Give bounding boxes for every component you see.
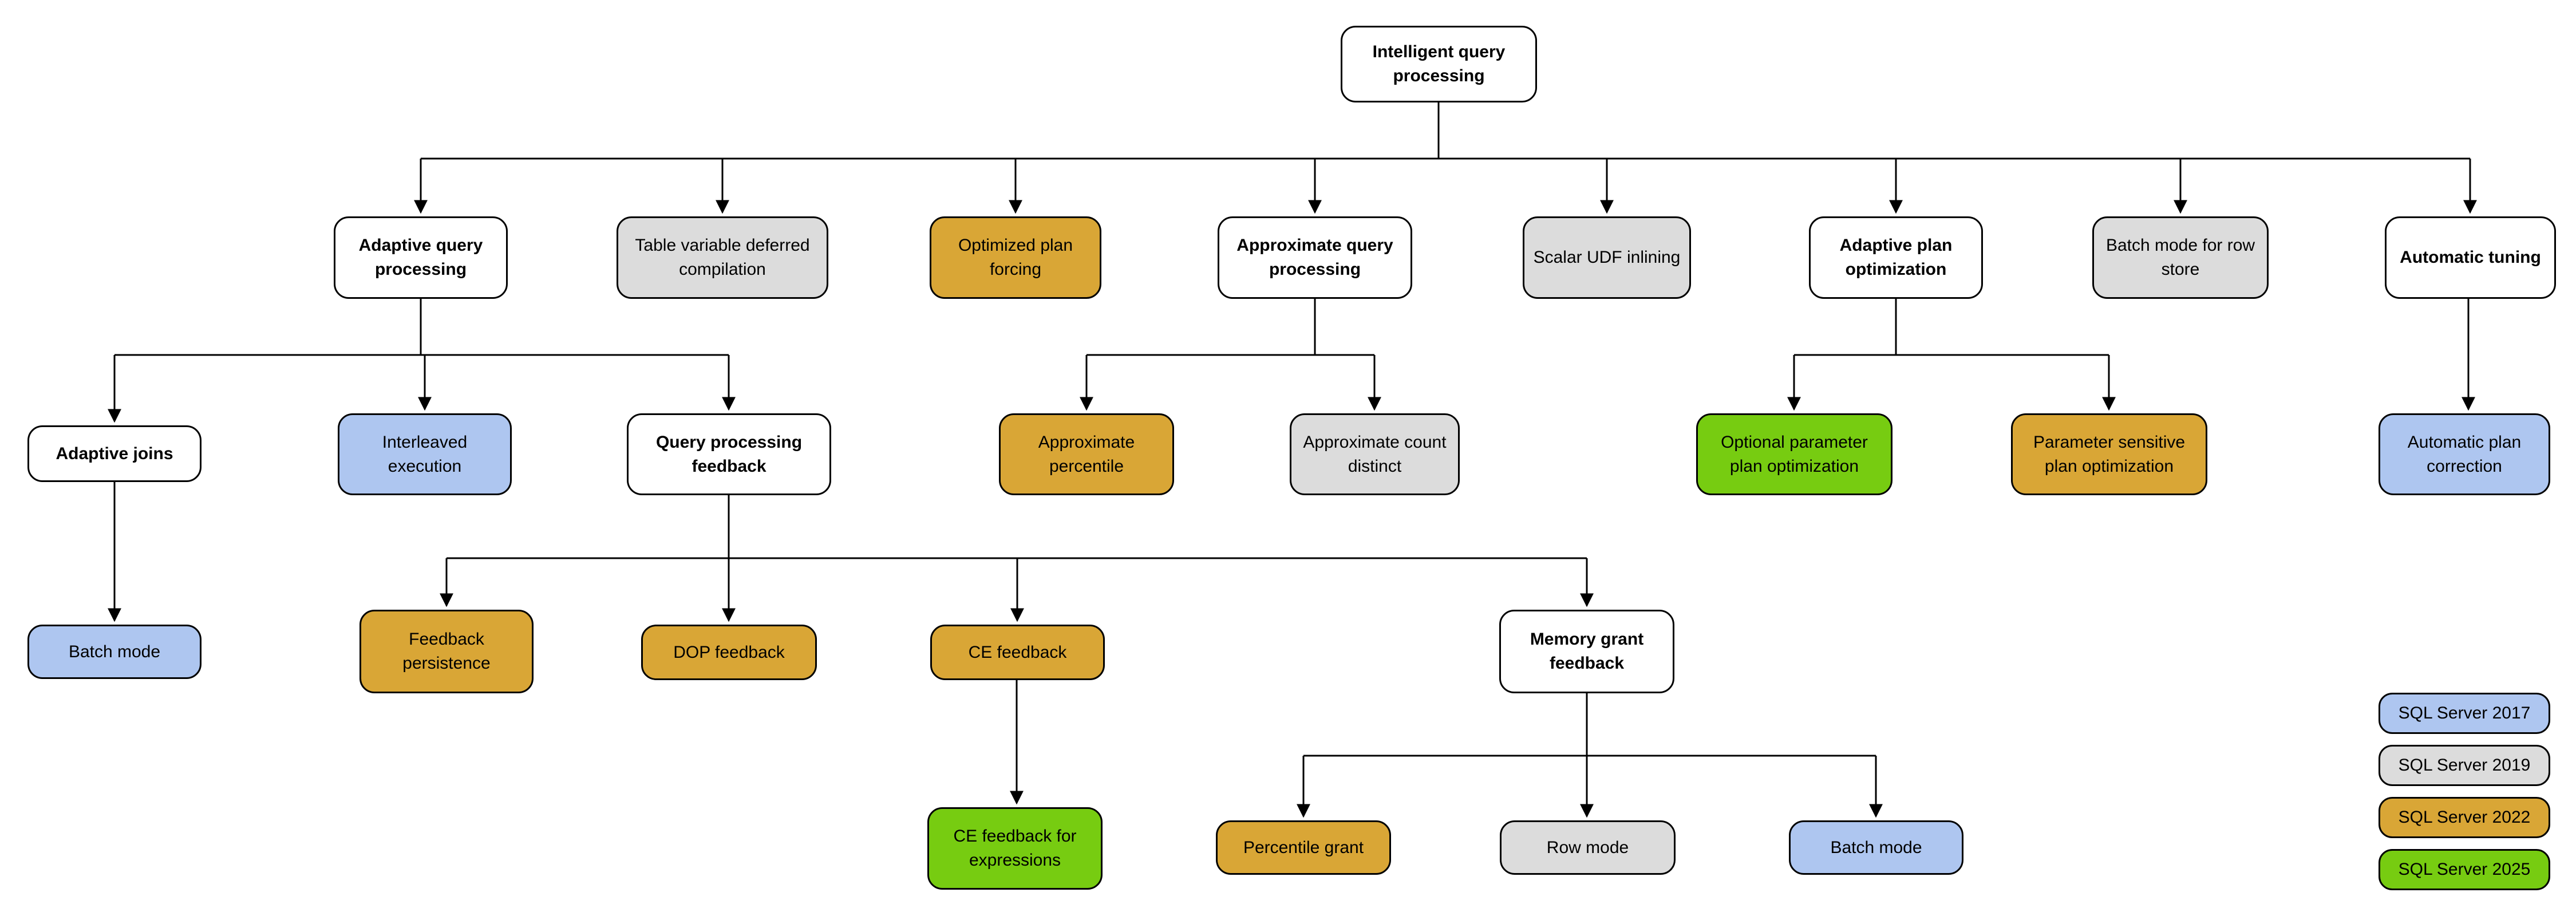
node-percentile-grant: Percentile grant <box>1216 820 1391 875</box>
node-parameter-sensitive-plan-optimization: Parameter sensitive plan optimization <box>2011 413 2207 495</box>
node-approximate-percentile: Approximate percentile <box>999 413 1174 495</box>
node-row-mode: Row mode <box>1500 820 1676 875</box>
node-approximate-count-distinct: Approximate count distinct <box>1290 413 1460 495</box>
node-dop-feedback: DOP feedback <box>641 625 817 680</box>
legend-sql-server-2025: SQL Server 2025 <box>2379 849 2550 890</box>
legend-sql-server-2017: SQL Server 2017 <box>2379 693 2550 734</box>
node-ce-feedback: CE feedback <box>930 625 1105 680</box>
node-memory-grant-feedback: Memory grant feedback <box>1499 610 1674 693</box>
node-automatic-plan-correction: Automatic plan correction <box>2379 413 2550 495</box>
node-query-processing-feedback: Query processing feedback <box>627 413 831 495</box>
node-approximate-query-processing: Approximate query processing <box>1218 216 1412 299</box>
node-table-variable-deferred-compilation: Table variable deferred compilation <box>617 216 828 299</box>
legend-sql-server-2022: SQL Server 2022 <box>2379 797 2550 838</box>
node-batch-mode-adaptive-joins: Batch mode <box>27 625 202 679</box>
node-feedback-persistence: Feedback persistence <box>359 610 534 693</box>
node-intelligent-query-processing: Intelligent query processing <box>1341 26 1537 102</box>
node-ce-feedback-for-expressions: CE feedback for expressions <box>927 807 1103 890</box>
node-automatic-tuning: Automatic tuning <box>2385 216 2556 299</box>
node-optional-parameter-plan-optimization: Optional parameter plan optimization <box>1696 413 1893 495</box>
node-interleaved-execution: Interleaved execution <box>338 413 512 495</box>
node-scalar-udf-inlining: Scalar UDF inlining <box>1523 216 1691 299</box>
legend-sql-server-2019: SQL Server 2019 <box>2379 745 2550 786</box>
node-batch-mode-memory-grant: Batch mode <box>1789 820 1963 875</box>
node-batch-mode-for-row-store: Batch mode for row store <box>2092 216 2269 299</box>
node-adaptive-joins: Adaptive joins <box>27 425 202 482</box>
node-adaptive-plan-optimization: Adaptive plan optimization <box>1809 216 1983 299</box>
node-adaptive-query-processing: Adaptive query processing <box>334 216 508 299</box>
node-optimized-plan-forcing: Optimized plan forcing <box>930 216 1101 299</box>
